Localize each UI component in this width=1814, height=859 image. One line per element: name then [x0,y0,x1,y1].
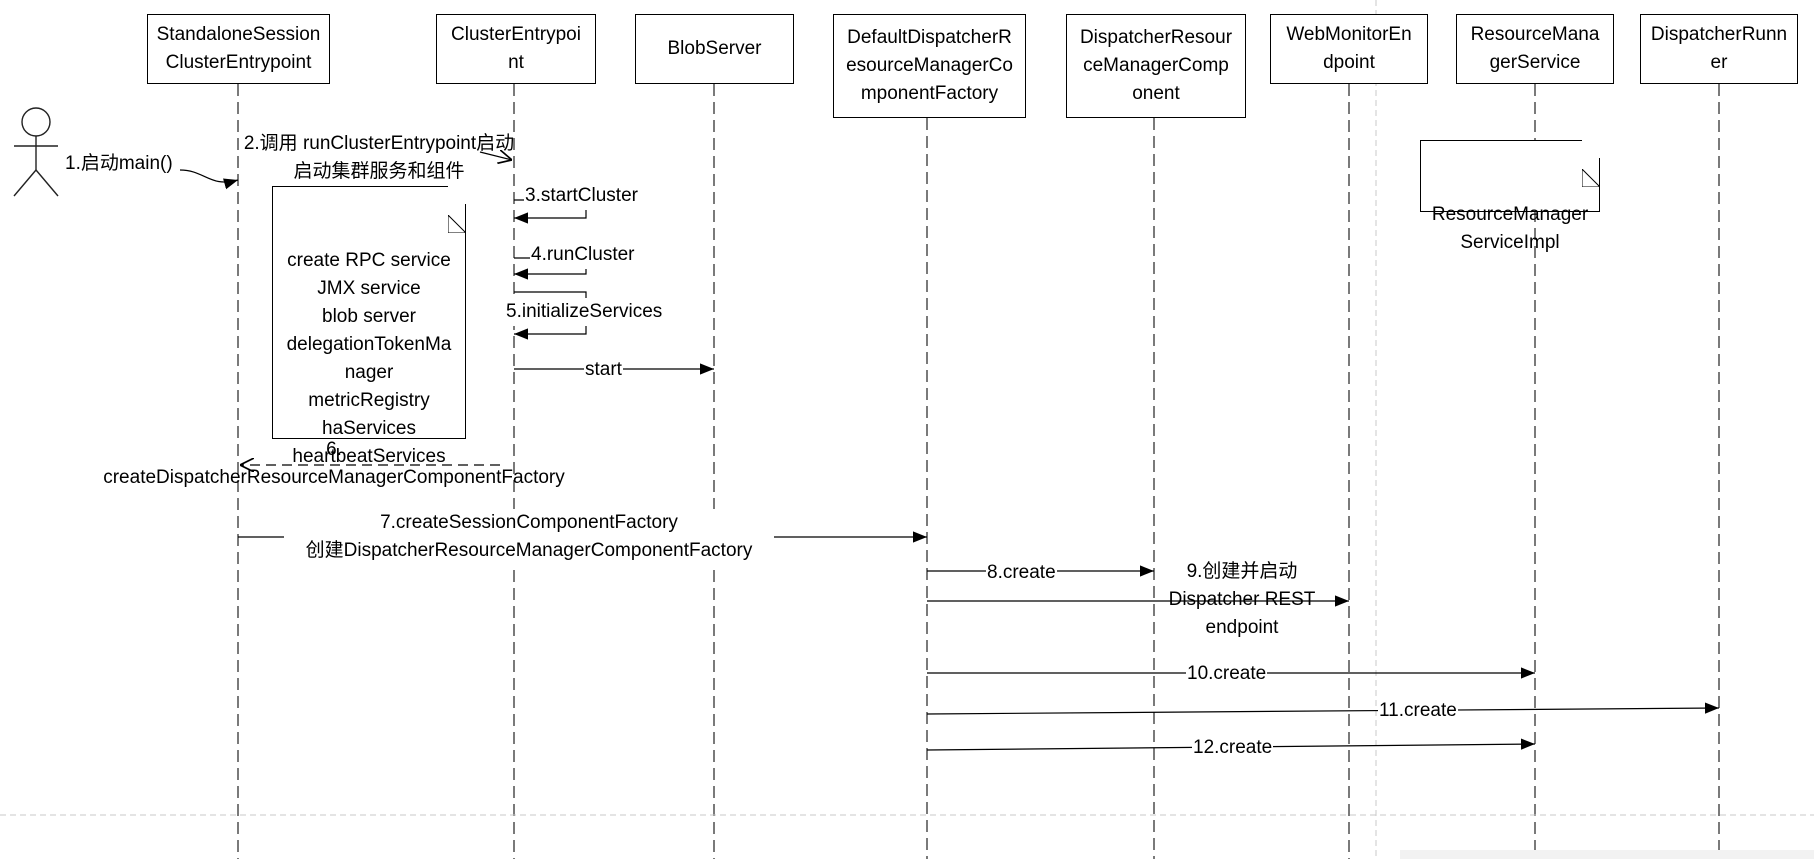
participant-standalone: StandaloneSession ClusterEntrypoint [147,14,330,84]
message-start-label: start [584,356,623,384]
actor-user-icon [13,107,59,197]
participant-factory: DefaultDispatcherR esourceManagerCo mpon… [833,14,1026,118]
note-services-text: create RPC service JMX service blob serv… [286,250,452,467]
message-8-label: 8.create [986,559,1057,587]
note-fold-icon [1581,140,1601,188]
message-2-arrow [479,152,512,160]
message-10-label: 10.create [1186,660,1268,688]
message-7-label: 7.createSessionComponentFactory 创建Dispat… [284,509,774,565]
note-fold-icon [447,186,467,234]
message-1-label: 1.启动main() [64,150,174,178]
participant-blob: BlobServer [635,14,794,84]
participant-rmservice: ResourceMana gerService [1456,14,1614,84]
note-services: create RPC service JMX service blob serv… [272,186,467,467]
message-9-label: 9.创建并启动 Dispatcher REST endpoint [1168,561,1316,638]
participant-runner: DispatcherRunn er [1640,14,1798,84]
participant-component: DispatcherResour ceManagerComp onent [1066,14,1246,118]
note-rm-impl-text: ResourceManager ServiceImpl [1431,204,1589,253]
message-11-arrow [926,702,1720,715]
message-1-arrow [179,169,239,190]
bottom-edge-strip [1400,850,1814,859]
message-2-label: 2.调用 runClusterEntrypoint启动 启动集群服务和组件 [243,133,515,182]
participant-webmonitor: WebMonitorEn dpoint [1270,14,1428,84]
message-12-label: 12.create [1192,734,1274,762]
message-11-label: 11.create [1378,697,1458,725]
message-5-label: 5.initializeServices [505,298,664,326]
message-4-label: 4.runCluster [530,241,636,269]
participant-cluster: ClusterEntrypoi nt [436,14,596,84]
note-rm-impl: ResourceManager ServiceImpl [1420,140,1601,253]
message-3-label: 3.startCluster [524,182,639,210]
message-6-label: 6. createDispatcherResourceManagerCompon… [103,439,565,488]
